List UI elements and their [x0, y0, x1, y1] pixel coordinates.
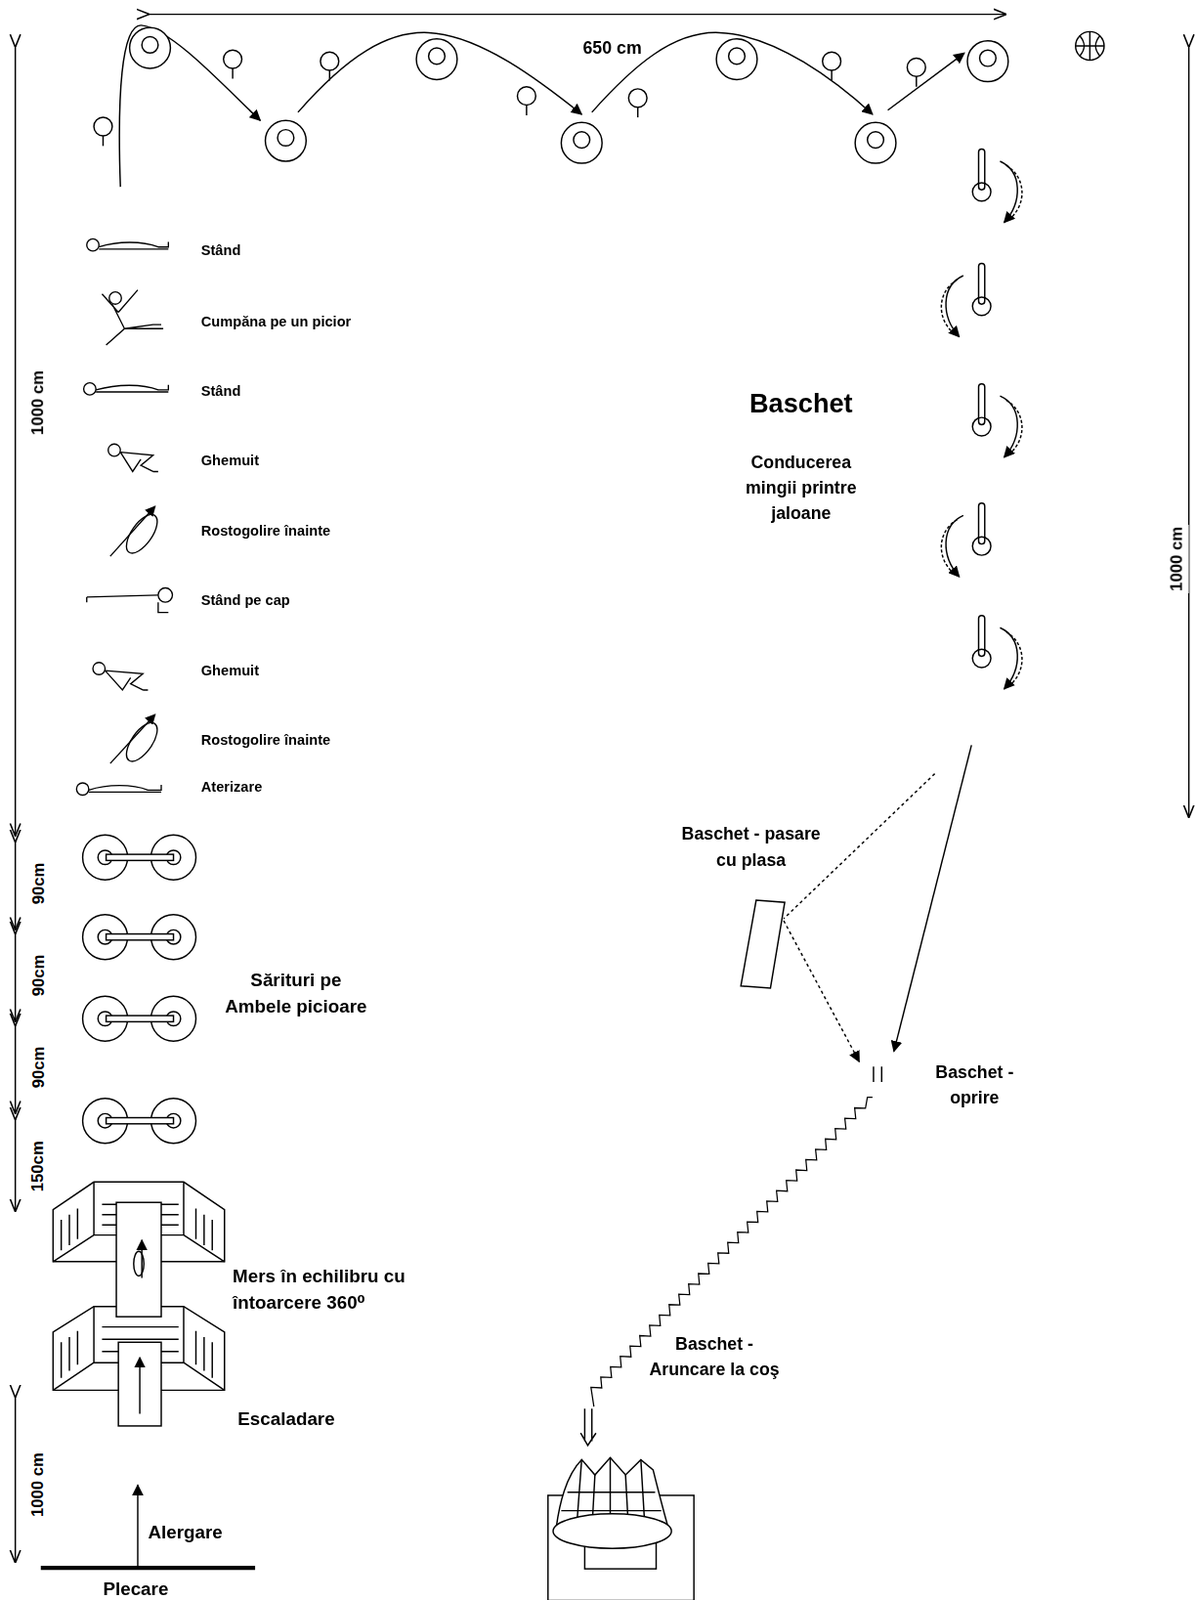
course-label: Ghemuit — [201, 450, 259, 471]
course-label: Rostogolire înainte — [201, 520, 331, 542]
dimension-label: 90cm — [26, 1044, 50, 1091]
course-label: Baschet - oprire — [923, 1060, 1026, 1111]
course-label: Baschet — [749, 384, 854, 424]
course-label: Rostogolire înainte — [201, 729, 331, 751]
course-label: Baschet - Aruncare la coş — [638, 1331, 792, 1382]
dimension-label: 1000 cm — [1164, 524, 1189, 594]
course-label: Alergare — [147, 1518, 222, 1545]
course-label: Mers în echilibru cu întoarcere 360⁰ — [232, 1262, 419, 1317]
dimension-label: 1000 cm — [26, 368, 50, 437]
course-label: Aterizare — [201, 776, 263, 798]
course-label: Baschet - pasare cu plasa — [674, 822, 828, 873]
course-label: Stând — [201, 381, 242, 402]
course-label: Escaladare — [237, 1405, 335, 1432]
course-label: Ghemuit — [201, 660, 259, 682]
dimension-label: 150cm — [26, 1139, 50, 1195]
course-label: Cumpăna pe un picior — [201, 311, 352, 333]
dimension-label: 90cm — [26, 860, 50, 907]
course-label: Sărituri pe Ambele picioare — [216, 966, 376, 1021]
course-label: Stând pe cap — [201, 590, 291, 611]
dimension-label: 1000 cm — [26, 1450, 50, 1519]
course-label: 650 cm — [582, 37, 642, 63]
course-label: Conducerea mingii printre jaloane — [729, 451, 873, 527]
course-label: Stând — [201, 239, 242, 260]
dimension-label: 90cm — [26, 952, 50, 999]
course-label: Plecare — [102, 1575, 169, 1600]
